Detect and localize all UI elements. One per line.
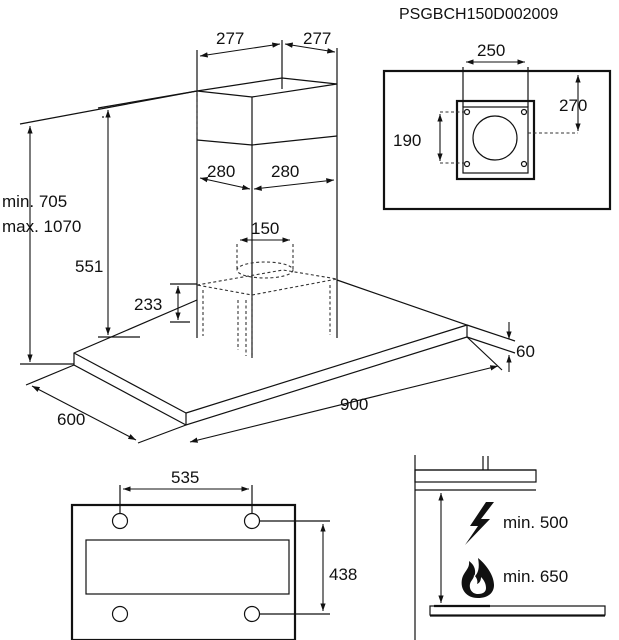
depth: 600 [57,410,85,429]
ceiling-view: 250 270 190 [382,41,612,211]
bracket-width: 250 [477,41,505,60]
chimney-mid-width: 280 [207,162,235,181]
chimney-top-width: 277 [216,29,244,48]
drawing-code: PSGBCH150D002009 [399,6,558,23]
bracket-offset: 270 [559,96,587,115]
outlet-diameter: 150 [251,219,279,238]
chimney-mid-depth: 280 [271,162,299,181]
width: 900 [340,395,368,414]
canopy-panel [73,279,468,426]
height-max: max. 1070 [2,217,81,236]
hole-spacing-x: 535 [171,468,199,487]
clearance-view: min. 500 min. 650 [414,455,606,640]
electric-min: min. 500 [503,513,568,532]
chimney-top-depth: 277 [303,29,331,48]
outlet-collar [236,244,294,279]
lightning-icon [465,502,494,545]
flame-icon [461,558,494,598]
hole-spacing-y: 438 [329,565,357,584]
motor-housing [196,269,338,358]
panel-thickness: 60 [516,342,535,361]
main-view: 277 277 280 280 150 [2,29,535,444]
gas-min: min. 650 [503,567,568,586]
canopy-height: 551 [75,257,103,276]
bottom-view: 535 438 [70,468,357,640]
bracket-height: 190 [393,131,421,150]
height-min: min. 705 [2,192,67,211]
motor-height: 233 [134,295,162,314]
chimney [196,77,338,358]
